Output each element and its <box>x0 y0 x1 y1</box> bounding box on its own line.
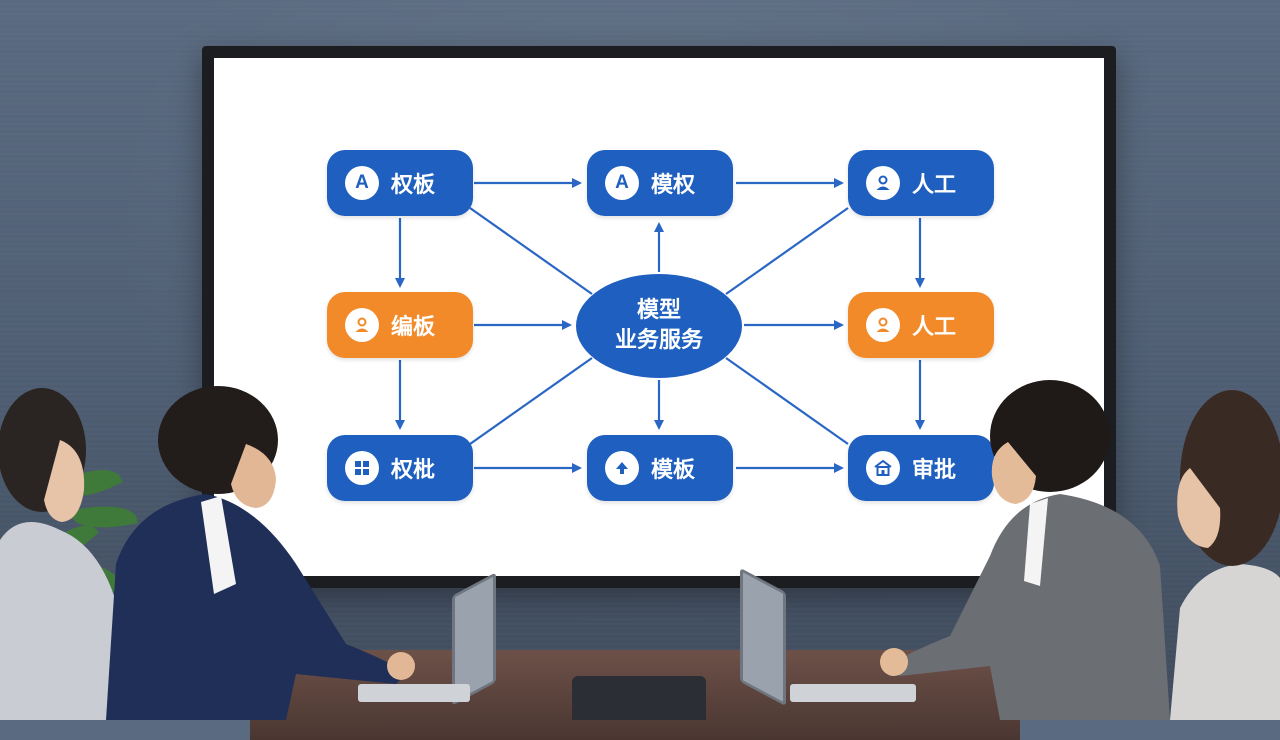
node-label: 人工 <box>912 173 957 198</box>
laptop-right <box>740 567 786 707</box>
node-label: 模权 <box>651 173 696 198</box>
node-top-right: 人工 <box>848 150 994 216</box>
center-label-line2: 业务服务 <box>614 328 703 353</box>
tv-screen: 模型 业务服务 A 权板 A 模权 人工 编板 人工 权枇 <box>214 58 1104 576</box>
node-bottom-right: 审批 <box>848 435 994 501</box>
user-icon <box>866 308 900 342</box>
center-label-line1: 模型 <box>636 298 681 323</box>
grid-icon <box>345 451 379 485</box>
diagram-connectors <box>395 178 925 473</box>
node-label: 模板 <box>651 458 696 483</box>
letter-a-icon: A <box>605 166 639 200</box>
person-far-left <box>0 388 130 720</box>
link-tr-center <box>725 207 849 295</box>
user-icon <box>866 166 900 200</box>
node-bottom-left: 权枇 <box>327 435 473 501</box>
link-bl-center <box>469 357 593 445</box>
building-icon <box>866 451 900 485</box>
laptop-right-base <box>790 684 916 702</box>
node-label: 权枇 <box>391 458 436 483</box>
link-tl-center <box>469 207 593 295</box>
node-label: 审批 <box>912 458 957 483</box>
node-middle-left: 编板 <box>327 292 473 358</box>
node-label: 权板 <box>391 173 436 198</box>
user-icon <box>345 308 379 342</box>
letter-a-icon: A <box>345 166 379 200</box>
node-middle-right: 人工 <box>848 292 994 358</box>
node-label: 编板 <box>391 315 436 340</box>
table-device <box>572 676 706 720</box>
node-top-center: A 模权 <box>587 150 733 216</box>
center-node: 模型 业务服务 <box>576 274 742 378</box>
node-label: 人工 <box>912 315 957 340</box>
person-center-left <box>106 386 415 720</box>
person-center-right <box>880 380 1170 720</box>
laptop-left-base <box>358 684 470 702</box>
node-top-left: A 权板 <box>327 150 473 216</box>
link-br-center <box>725 357 849 445</box>
node-bottom-center: 模板 <box>587 435 733 501</box>
person-far-right <box>1170 390 1280 720</box>
upload-arrow-icon <box>605 451 639 485</box>
